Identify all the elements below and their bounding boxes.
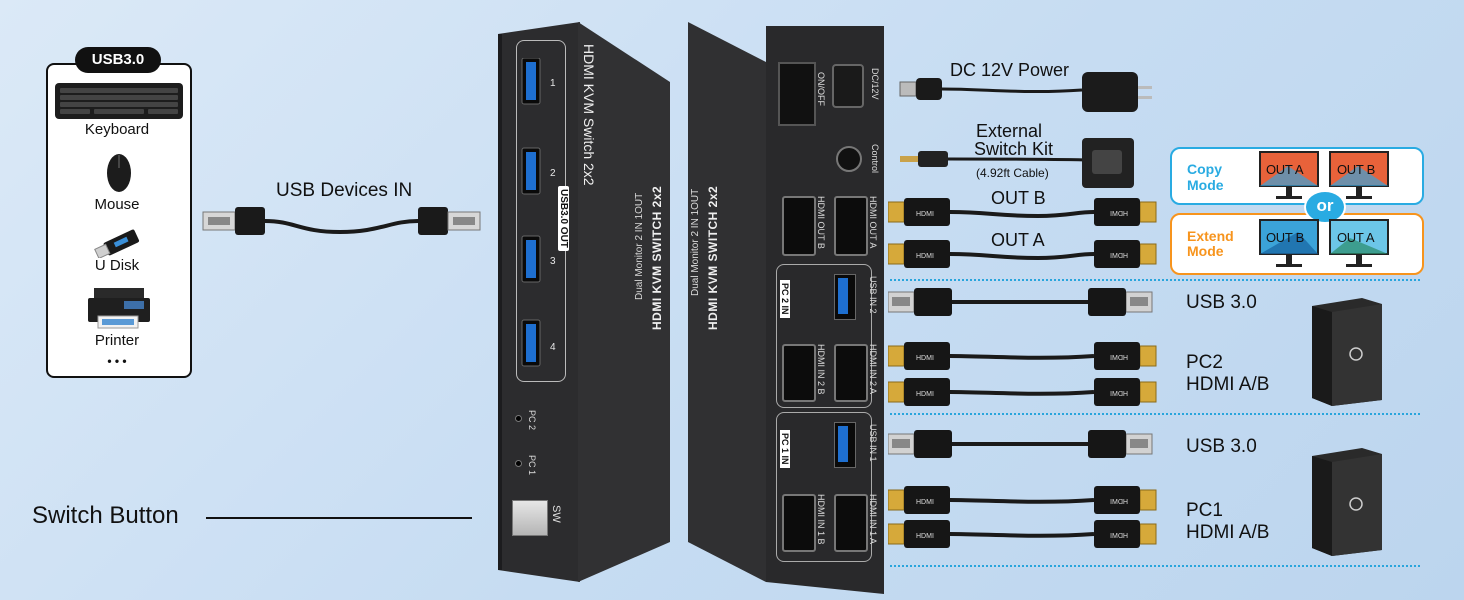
printer-label: Printer: [94, 332, 140, 349]
hdmi-out-b-label: HDMI OUT B: [816, 196, 826, 249]
hdmi-in-2b-port: [782, 344, 816, 402]
copy-mon-1-label: OUT A: [1266, 162, 1304, 177]
dc-jack: [832, 64, 864, 108]
usb-devices-in-label: USB Devices IN: [276, 180, 413, 201]
pc1-tower-icon: [1312, 448, 1382, 556]
pc2-in-label: PC 2 IN: [780, 280, 790, 318]
mouse-icon: [107, 154, 131, 192]
keyboard-label: Keyboard: [84, 121, 150, 138]
hdmi-in-1a-port: [834, 494, 868, 552]
hdmi-in-2a-label: HDMI IN 2 A: [868, 344, 878, 395]
pc1-label: PC1: [1186, 500, 1223, 521]
hdmi-cables: HDMI: [888, 197, 1157, 549]
extend-mode-monitors: [1259, 219, 1389, 267]
copy-mode-label-1: Copy: [1187, 161, 1222, 177]
on-off-label: ON/OFF: [816, 72, 826, 106]
usb-port-2-label: 2: [550, 168, 556, 179]
usb-port-1-label: 1: [550, 78, 556, 89]
pc2-label: PC2: [1186, 352, 1223, 373]
back-subtitle: Dual Monitor 2 IN 1OUT: [690, 188, 701, 296]
out-a-cable-label: OUT A: [991, 230, 1045, 250]
front-title-mirror: HDMI KVM SWITCH 2x2: [650, 185, 664, 330]
pc1-in-label: PC 1 IN: [780, 430, 790, 468]
hdmi-out-a-label: HDMI OUT A: [868, 196, 878, 249]
usb-out-ports: [521, 58, 541, 367]
usb-in-2-tongue: [838, 278, 848, 314]
usb-in-2-label: USB IN 2: [868, 276, 878, 314]
control-label: Control: [870, 144, 880, 174]
kvm-switch-button[interactable]: [512, 500, 548, 536]
hdmi-out-b-port: [782, 196, 816, 256]
dc-power-cable: [899, 72, 1152, 112]
separator-2: [890, 413, 1420, 415]
pc1-usb-label: USB 3.0: [1186, 436, 1257, 457]
hdmi-in-1a-label: HDMI IN 1 A: [868, 494, 878, 545]
pc2-port-group: [776, 264, 872, 408]
switch-button-leader: [206, 517, 472, 519]
separator-1: [890, 279, 1420, 281]
hdmi-in-2b-label: HDMI IN 2 B: [816, 344, 826, 395]
pc2-tower-icon: [1312, 298, 1382, 406]
out-b-cable-label: OUT B: [991, 188, 1046, 208]
extend-mode-label-1: Extend: [1187, 228, 1234, 244]
pc2-led-label: PC 2: [527, 410, 537, 431]
front-subtitle-mirror: Dual Monitor 2 IN 1OUT: [634, 192, 645, 300]
copy-mode-monitors: [1259, 151, 1389, 199]
pc2-usb-label: USB 3.0: [1186, 292, 1257, 313]
usb-in-1-label: USB IN 1: [868, 424, 878, 462]
hdmi-in-2a-port: [834, 344, 868, 402]
separator-3: [890, 565, 1420, 567]
copy-mon-2-label: OUT B: [1337, 162, 1375, 177]
usb-in-1-tongue: [838, 426, 848, 462]
more-devices-indicator: • • •: [107, 354, 127, 368]
usb-port-4-label: 4: [550, 342, 556, 353]
keyboard-icon: [55, 83, 183, 119]
usb-drive-icon: [94, 229, 140, 258]
front-title: HDMI KVM Switch 2x2: [581, 44, 597, 186]
dc-power-label: DC 12V Power: [950, 60, 1070, 80]
ext-switch-note: (4.92ft Cable): [976, 166, 1049, 180]
pc1-port-group: [776, 412, 872, 562]
usb-out-label: USB3.0 OUT: [558, 186, 569, 251]
printer-icon: [88, 288, 150, 329]
pc2-led: [515, 415, 522, 422]
ext-switch-label-2: Switch Kit: [974, 139, 1054, 159]
pc1-led-label: PC 1: [527, 455, 537, 476]
hdmi-out-a-port: [834, 196, 868, 256]
udisk-label: U Disk: [94, 257, 140, 274]
mouse-label: Mouse: [94, 196, 140, 213]
kvm-front-panel: [498, 22, 580, 582]
hdmi-in-1b-label: HDMI IN 1 B: [816, 494, 826, 545]
or-badge: or: [1304, 190, 1346, 224]
back-title: HDMI KVM SWITCH 2x2: [706, 185, 720, 330]
extend-mon-1-label: OUT B: [1266, 230, 1304, 245]
dc-label: DC/12V: [870, 68, 880, 100]
ext-switch-label-1: External: [976, 121, 1043, 141]
pc2-hdmi-label: HDMI A/B: [1186, 374, 1270, 395]
usb-port-3-label: 3: [550, 256, 556, 267]
extend-mon-2-label: OUT A: [1337, 230, 1375, 245]
kvm-front-side: [578, 22, 670, 582]
pc1-hdmi-label: HDMI A/B: [1186, 522, 1270, 543]
pc1-led: [515, 460, 522, 467]
extend-mode-label-2: Mode: [1187, 243, 1224, 259]
hdmi-in-1b-port: [782, 494, 816, 552]
control-jack: [836, 146, 862, 172]
usb3-badge: USB3.0: [75, 47, 161, 73]
external-switch-cable: [900, 138, 1134, 188]
power-switch[interactable]: [778, 62, 816, 126]
sw-label: SW: [550, 505, 562, 523]
copy-mode-label-2: Mode: [1187, 177, 1224, 193]
switch-button-label: Switch Button: [32, 502, 179, 529]
usb-a-cable: [202, 207, 481, 235]
